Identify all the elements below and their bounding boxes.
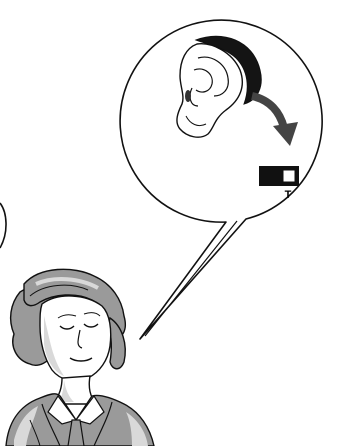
- switch-fill: [263, 170, 283, 182]
- face: [40, 296, 111, 381]
- ear-shadow: [185, 90, 191, 102]
- switch-label: T: [285, 189, 292, 201]
- left-edge-circle-fragment: [0, 203, 6, 248]
- speech-bubble-tail-inner: [145, 221, 237, 336]
- switch-knob: [283, 170, 295, 182]
- woman-figure: [6, 269, 154, 446]
